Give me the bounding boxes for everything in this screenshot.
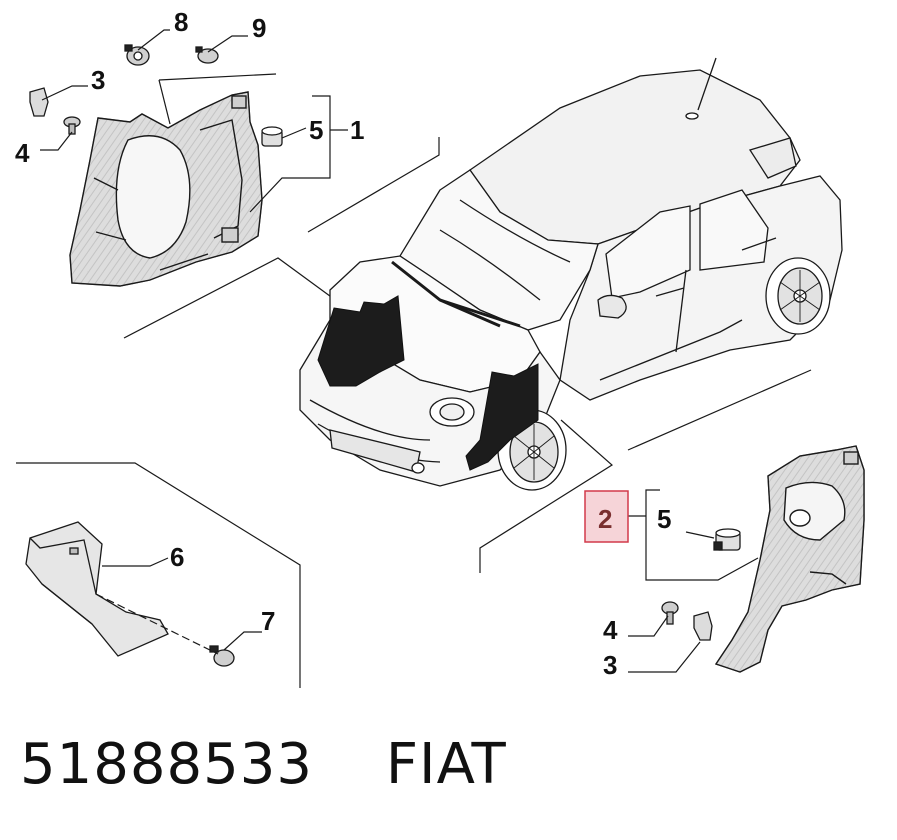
car-illustration: [299, 57, 843, 491]
callout-9: 9: [252, 13, 266, 43]
part-number: 51888533: [20, 732, 314, 797]
callout-labels: 8 9 3 5 1 4 6 7 2 5 4 3: [15, 7, 671, 680]
callout-2: 2: [598, 504, 612, 534]
callout-5-top: 5: [309, 115, 323, 145]
leader-lines-lower-left: [95, 557, 262, 655]
clip-5-icon-right: [713, 528, 741, 551]
callout-3-top: 3: [91, 65, 105, 95]
guide-lines: [16, 137, 812, 688]
callout-5-right: 5: [657, 504, 671, 534]
wheel-arch-liner-rear-illustration: [714, 445, 865, 673]
screw-4-icon-right: [661, 601, 679, 625]
callout-4-right: 4: [603, 615, 618, 645]
fastener-icons-right: [661, 528, 741, 641]
callout-7: 7: [261, 606, 275, 636]
highlighted-liners-on-car: [317, 295, 539, 471]
fastener-icons-top: [29, 44, 283, 147]
clip-3-icon-right: [693, 611, 713, 641]
screw-7-icon: [209, 645, 235, 667]
callout-1: 1: [350, 115, 364, 145]
clip-5-icon-top: [261, 126, 283, 147]
leader-lines-top: [40, 29, 348, 213]
screw-4-icon: [63, 116, 81, 135]
callout-4-top: 4: [15, 138, 30, 168]
nut-8-icon: [124, 44, 150, 66]
screw-9-icon: [195, 46, 219, 64]
callout-8: 8: [174, 7, 188, 37]
callout-3-right: 3: [603, 650, 617, 680]
leader-lines-right: [628, 489, 759, 673]
clip-3-icon: [29, 87, 49, 117]
part-2-highlight-box[interactable]: [584, 490, 629, 543]
splash-shield-illustration: [25, 521, 169, 657]
callout-6: 6: [170, 542, 184, 572]
brand-name: FIAT: [385, 732, 507, 797]
wheel-arch-liner-front-illustration: [69, 91, 263, 287]
part-caption: 51888533 FIAT: [20, 732, 507, 808]
